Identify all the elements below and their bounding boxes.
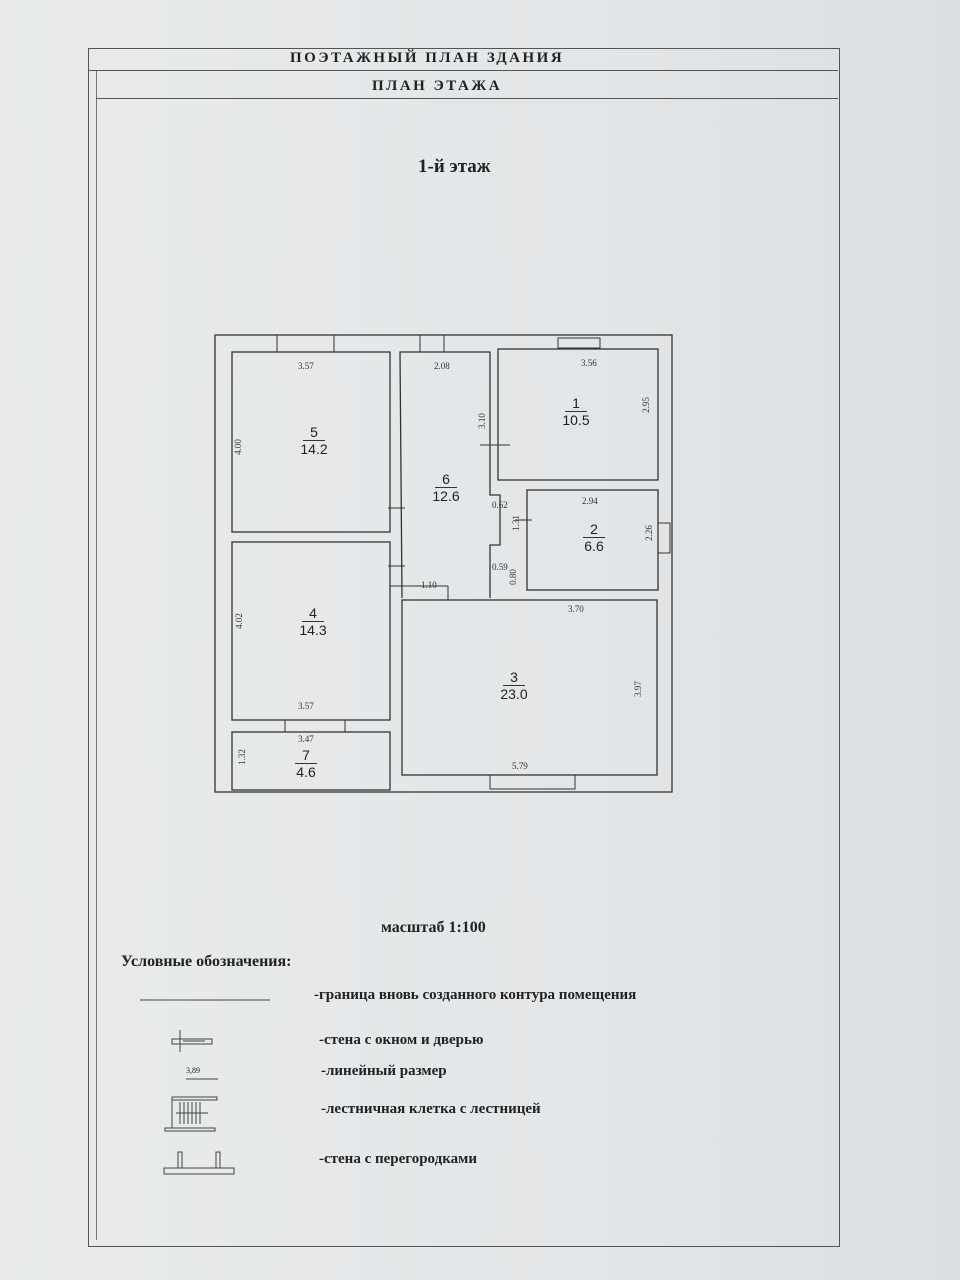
legend-item: -стена с окном и дверью [319,1032,484,1048]
windows-doors [276,334,671,790]
scale-label: масштаб 1:100 [381,919,486,936]
dimension: 0.62 [492,500,508,510]
dimension: 1.10 [421,580,437,590]
dimension: 3.70 [568,604,584,614]
legend-item: -стена с перегородками [319,1151,477,1167]
document-subtitle: ПЛАН ЭТАЖА [372,78,503,94]
legend-item: -линейный размер [321,1063,447,1079]
header-divider [88,70,838,71]
header-divider [96,98,838,99]
dimension: 2.94 [582,496,598,506]
legend-title: Условные обозначения: [121,953,292,970]
room-1-outline [497,348,659,481]
floor-label: 1-й этаж [418,156,491,177]
dimension: 0.59 [492,562,508,572]
staircase-symbol [164,1096,218,1132]
legend-item: -лестничная клетка с лестницей [321,1101,541,1117]
dimension: 2.08 [434,361,450,371]
wall-window-door-symbol [171,1030,213,1052]
document-title: ПОЭТАЖНЫЙ ПЛАН ЗДАНИЯ [290,50,565,66]
dimension: 3.56 [581,358,597,368]
dimension: 5.79 [512,761,528,771]
dimension: 3.47 [298,734,314,744]
dimension: 3.57 [298,701,314,711]
wall-partitions-symbol [163,1151,235,1175]
legend-item: -граница вновь созданного контура помеще… [314,987,637,1003]
dimension: 3.57 [298,361,314,371]
drawing-frame [88,48,840,1247]
inner-frame-line [96,70,839,1240]
room-6-outline [399,351,501,599]
legend-sample-dimension: 3,89 [186,1066,200,1075]
